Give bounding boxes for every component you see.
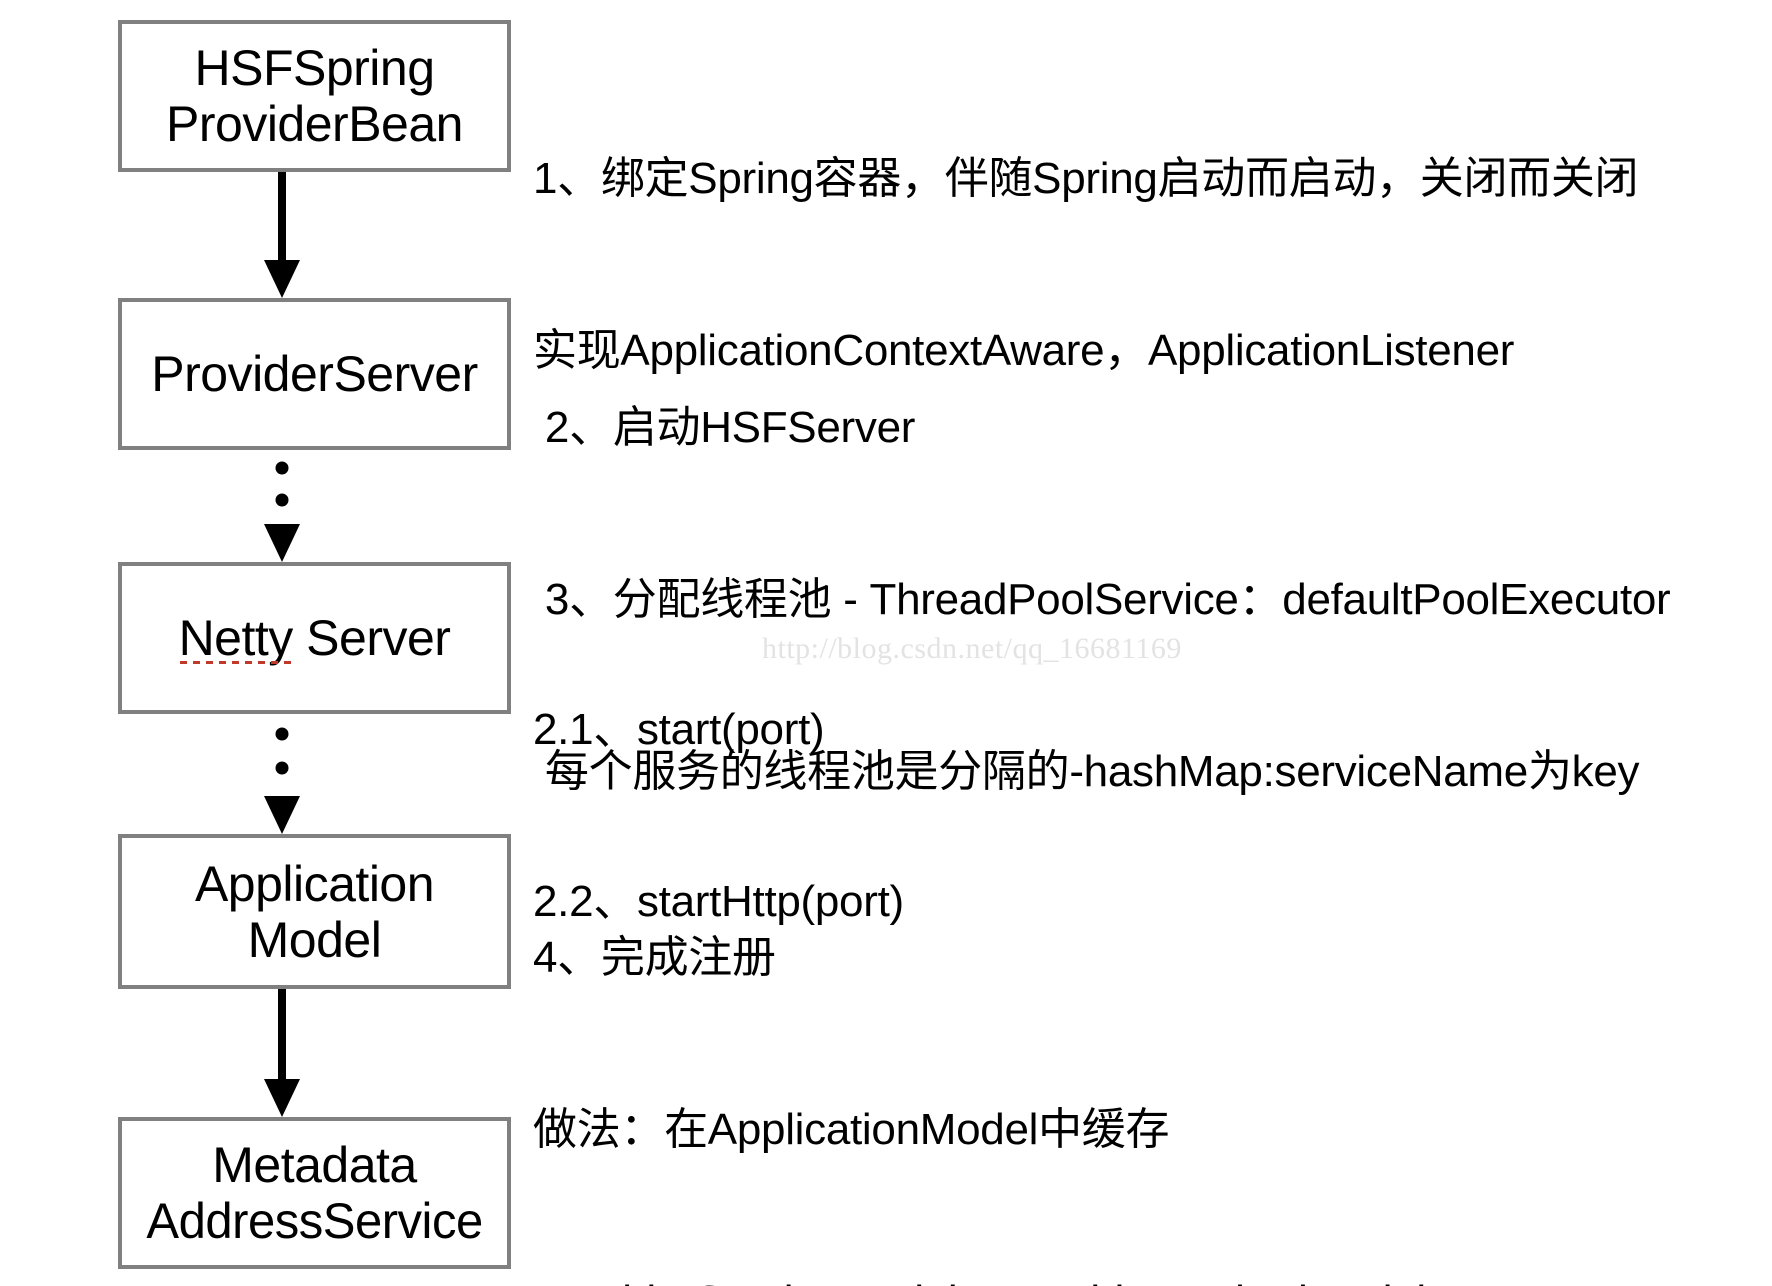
annotation-line: 4、完成注册 (533, 933, 776, 983)
node-label-line: Model (247, 911, 382, 968)
spellcheck-underlined-word: Netty (178, 610, 294, 666)
node-label-rest: Server (292, 610, 451, 666)
annotation-line: 2.2、startHttp(port) (533, 876, 904, 926)
annotation-line: 5、发布服务到Config Server (575, 1282, 1126, 1286)
annotation-line: 实现ApplicationContextAware，ApplicationLis… (533, 325, 1515, 375)
node-label-line: ProviderServer (151, 346, 478, 402)
annotation-line: ProviderServiceModel、ProviderMethodModel (533, 1273, 1426, 1286)
node-provider-server: ProviderServer (118, 298, 511, 450)
node-label-line: AddressService (146, 1193, 483, 1249)
node-label-line: HSFSpring (194, 40, 435, 96)
annotation-line: 每个服务的线程池是分隔的-hashMap:serviceName为key (533, 746, 1640, 796)
annotation-1: 1、绑定Spring容器，伴随Spring启动而启动，关闭而关闭 实现Appli… (533, 36, 1639, 494)
annotation-line: 1、绑定Spring容器，伴随Spring启动而启动，关闭而关闭 (533, 154, 1639, 204)
node-label-line: Netty Server (179, 610, 451, 666)
node-label-line: Application (194, 855, 435, 912)
node-hsfspring-provider-bean: HSFSpring ProviderBean (118, 20, 511, 172)
node-metadata-address-service: Metadata AddressService (118, 1117, 511, 1269)
node-label-line: Metadata (212, 1137, 417, 1193)
annotation-5: 5、发布服务到Config Server (575, 1168, 1126, 1286)
annotation-3: 2.1、start(port) 2.2、startHttp(port) (533, 587, 904, 1045)
node-application-model: Application Model (118, 834, 511, 989)
annotation-line: 2.1、start(port) (533, 705, 825, 755)
node-label-line: ProviderBean (166, 96, 463, 152)
annotation-2: 2、启动HSFServer 3、分配线程池 - ThreadPoolServic… (533, 285, 1671, 914)
connector-hsfspring-to-providerserver (252, 172, 312, 300)
connector-applicationmodel-to-metadata (252, 989, 312, 1119)
connector-providerserver-to-netty (252, 452, 312, 564)
annotation-line: 做法：在ApplicationModel中缓存 (533, 1104, 1170, 1154)
annotation-line: 2、启动HSFServer (533, 403, 916, 453)
connector-netty-to-applicationmodel (252, 716, 312, 836)
annotation-line: 3、分配线程池 - ThreadPoolService：defaultPoolE… (533, 574, 1671, 624)
annotation-4: 4、完成注册 做法：在ApplicationModel中缓存 ProviderS… (533, 815, 1426, 1286)
node-netty-server: Netty Server (118, 562, 511, 714)
